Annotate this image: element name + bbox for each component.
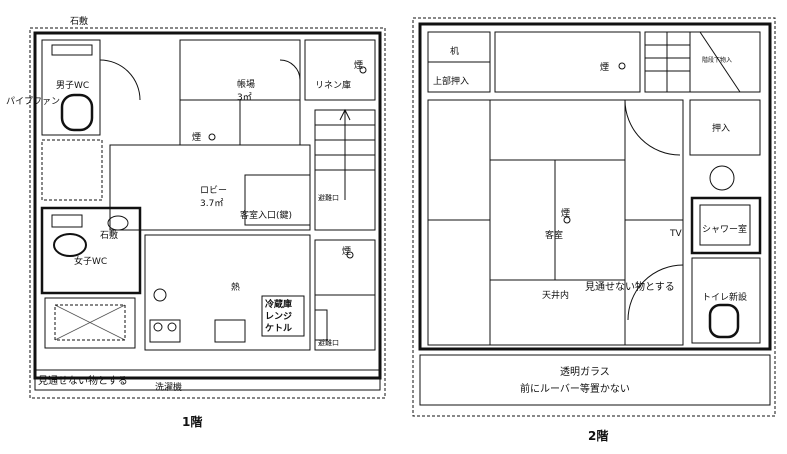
- laundry-label: 洗濯機: [155, 381, 182, 393]
- floor1-title: 1階: [182, 414, 202, 429]
- vent1-label: 避難口: [318, 193, 339, 202]
- floor2-stairs: [644, 31, 761, 93]
- left-storage: [41, 139, 103, 201]
- floor1-outer-wall: [33, 31, 382, 380]
- mens-wc-toilet: [60, 93, 94, 132]
- mens-wc-room: [41, 39, 101, 136]
- loom-counter: [179, 99, 241, 146]
- lobby-label: ロビー: [200, 185, 227, 196]
- toilet-new-label: トイレ新設: [702, 291, 747, 303]
- glass-line1-label: 透明ガラス: [560, 366, 610, 378]
- linen-room: [304, 39, 376, 101]
- mens-wc-sink: [51, 44, 93, 56]
- glass-line2-label: 前にルーバー等置かない: [520, 382, 630, 395]
- loom-room: [179, 39, 301, 101]
- floor2-toilet: [708, 303, 740, 339]
- stove: [149, 319, 181, 343]
- vent2-label: 避難口: [318, 338, 339, 347]
- kitchen-fixture: [153, 288, 167, 302]
- shower-room: [690, 196, 762, 255]
- closet-label: 押入: [712, 122, 730, 134]
- womens-wc-toilet: [53, 233, 87, 257]
- mens-wc-door-swing: [99, 59, 141, 101]
- floor1-boundary: [29, 27, 386, 399]
- smoke3-label: 煙: [342, 246, 351, 257]
- stair-note-label: 階段下物入: [702, 56, 732, 64]
- closet-room: [689, 99, 761, 156]
- ceiling-label: 天井内: [542, 289, 569, 301]
- shower-label: シャワー室: [702, 223, 747, 235]
- floor2-outer-wall: [418, 22, 772, 351]
- stone-top-label: 石敷: [70, 15, 88, 27]
- loom-counter-2: [239, 99, 301, 146]
- floor2-plan: 机 上部押入 煙 階段下物入 押入 煙 客室 TV シャワー室 見通せない物とす…: [412, 17, 776, 443]
- guest-entrance-label: 客室入口(鍵): [240, 209, 292, 221]
- linen-label: リネン庫: [315, 79, 351, 91]
- kettle-label: ケトル: [265, 323, 292, 334]
- tv-label: TV: [669, 229, 682, 239]
- floor1-plan: 石敷 男子WC パイプファン 帳場 3㎡ リネン庫 煙 煙 ロビー 3.7㎡ 客…: [6, 15, 386, 429]
- floor1-invisible-label: 見通せない物とする: [38, 374, 128, 387]
- kitchen-room: [144, 234, 311, 351]
- womens-wc-sink: [51, 214, 83, 228]
- mens-wc-label: 男子WC: [56, 80, 89, 91]
- floor1-shower: [44, 297, 136, 349]
- range-label: レンジ: [265, 311, 292, 322]
- loom-door-swing: [279, 59, 301, 81]
- fridge-label: 冷蔵庫: [265, 298, 292, 310]
- appliance-box: [261, 295, 305, 337]
- floor1-note-strip: [34, 369, 381, 391]
- toilet-room: [691, 257, 761, 344]
- floor2-boundary: [412, 17, 776, 417]
- guest-room-label: 客室: [545, 229, 563, 241]
- smoke2-label: 煙: [192, 132, 201, 143]
- loom-label: 帳場: [237, 78, 255, 90]
- floor2-title: 2階: [588, 428, 608, 443]
- womens-wc-basin: [107, 215, 129, 231]
- glass-strip: [419, 354, 771, 406]
- pipe-fan-label: パイプファン: [6, 96, 60, 107]
- kitchen-side-unit: [314, 309, 328, 341]
- kitchen-sink: [214, 319, 246, 343]
- stone-mid-label: 石敷: [100, 229, 118, 241]
- floor2-invisible-label: 見通せない物とする: [585, 280, 675, 293]
- upper-closet-label: 上部押入: [433, 75, 469, 87]
- smoke-room-label: 煙: [561, 208, 570, 219]
- heat-label: 熱: [231, 281, 240, 293]
- womens-wc-room: [40, 206, 142, 295]
- smoke1-label: 煙: [354, 60, 363, 71]
- lobby-area-label: 3.7㎡: [200, 198, 223, 209]
- guest-room: [427, 99, 684, 346]
- floor1-stairs: [314, 108, 376, 231]
- womens-wc-label: 女子WC: [74, 255, 107, 267]
- desk-label: 机: [450, 45, 459, 57]
- top-storage: [494, 31, 641, 93]
- vent-room-2: [314, 294, 376, 351]
- smoke-top-label: 煙: [600, 62, 609, 73]
- floor2-basin: [709, 165, 735, 191]
- guest-entrance-box: [244, 174, 311, 226]
- loom-area-label: 3㎡: [237, 92, 252, 103]
